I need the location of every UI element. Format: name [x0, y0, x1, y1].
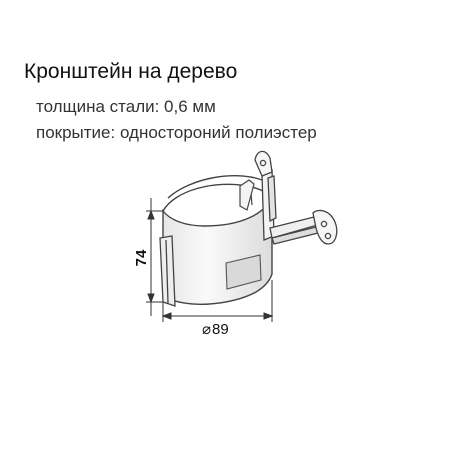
diameter-symbol: ⌀: [202, 321, 211, 338]
bracket-embossed-panel: [225, 254, 262, 290]
product-title: Кронштейн на дерево: [24, 60, 238, 83]
diameter-dimension: [161, 280, 274, 322]
spec-coating: покрытие: одностороний полиэстер: [36, 123, 317, 142]
height-dimension: [146, 198, 163, 316]
bracket-mounting-arm: [269, 209, 338, 245]
diameter-dimension-label: 89: [212, 321, 229, 338]
height-dimension-label: 74: [133, 249, 150, 266]
spec-thickness: толщина стали: 0,6 мм: [36, 97, 216, 116]
bracket-rib: [239, 179, 255, 211]
bracket-band-back: [162, 175, 271, 212]
bracket-seam-flange: [159, 235, 176, 307]
bracket-band-front: [162, 195, 273, 305]
